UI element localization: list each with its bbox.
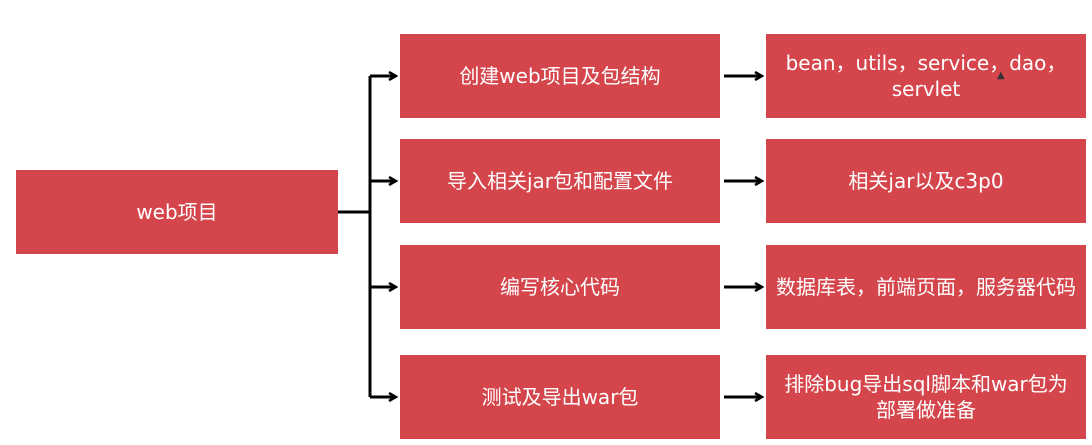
step-node-create-project: 创建web项目及包结构 [400,34,720,118]
root-node-label: web项目 [136,200,218,224]
detail-label: 排除bug导出sql脚本和war包为部署做准备 [784,372,1068,422]
step-node-import-jars: 导入相关jar包和配置文件 [400,139,720,223]
step-label: 编写核心代码 [500,275,620,299]
detail-label: bean，utils，service，dao，servlet [785,51,1067,101]
step-label: 创建web项目及包结构 [459,64,661,88]
step-node-test-export: 测试及导出war包 [400,355,720,439]
detail-label: 相关jar以及c3p0 [848,169,1004,193]
root-node-web-project: web项目 [16,170,338,254]
detail-node-jars: 相关jar以及c3p0 [766,139,1086,223]
detail-node-deploy: 排除bug导出sql脚本和war包为部署做准备 [766,355,1086,439]
detail-node-code: 数据库表，前端页面，服务器代码 [766,245,1086,329]
mouse-cursor-icon: ▲ [997,70,1005,81]
step-node-write-code: 编写核心代码 [400,245,720,329]
detail-label: 数据库表，前端页面，服务器代码 [776,275,1076,299]
step-label: 测试及导出war包 [481,385,639,409]
detail-node-packages: bean，utils，service，dao，servlet [766,34,1086,118]
step-label: 导入相关jar包和配置文件 [446,169,674,193]
